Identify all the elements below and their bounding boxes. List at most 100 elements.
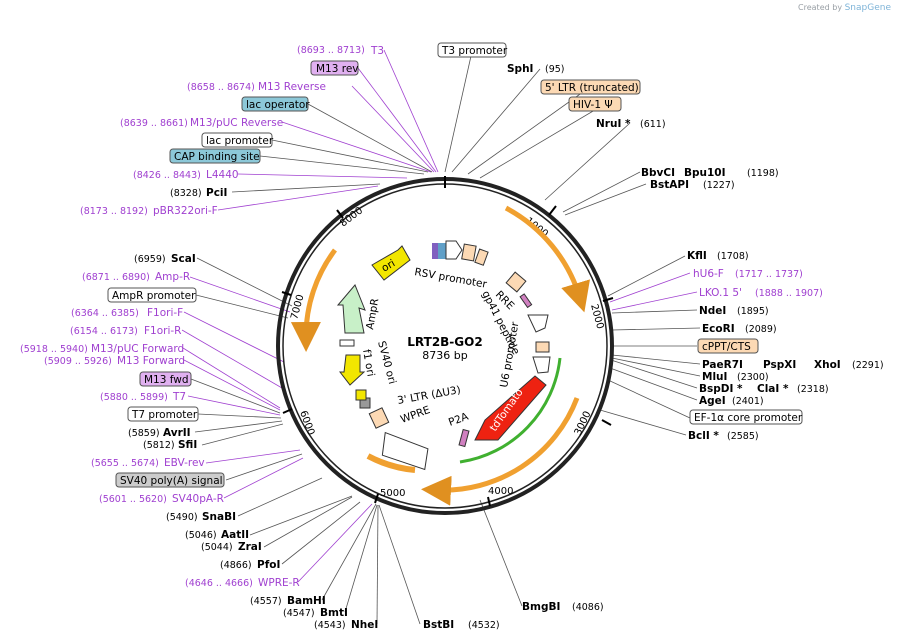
ndei-pos: (1895) [737,306,769,317]
bbvci-pos: (1198) [747,168,779,179]
connector-lines [181,49,701,625]
bamhi-label: BamHI [287,595,326,607]
bcli-label: BclI * [688,430,719,442]
sfii-pos: (5812) [143,440,175,451]
l4440-pos: (8426 .. 8443) [133,170,201,181]
label-ampr: AmpR [364,298,381,331]
kfli-pos: (1708) [717,251,749,262]
lko-pos: (1888 .. 1907) [755,288,823,299]
f1ori-f-pos: (6364 .. 6385) [71,308,139,319]
ecori-pos: (2089) [745,324,777,335]
feature-boxes [107,42,803,488]
ampr-promoter-box: AmpR promoter [112,290,196,302]
bstbi-pos: (4532) [468,620,500,631]
bstapi-label: BstAPI [650,179,689,191]
plasmid-name: LRT2B-GO2 [407,335,482,349]
m13puc-pos: (8639 .. 8661) [120,118,188,129]
t7-promoter-box: T7 promoter [131,409,198,421]
aatii-pos: (5046) [185,530,217,541]
bspdi-label: BspDI * [699,383,743,395]
pfoi-pos: (4866) [220,560,252,571]
amp-r-pos: (6871 .. 6890) [82,272,150,283]
tick-label-5000: 5000 [380,488,405,499]
label-rsv-promoter: RSV promoter [413,266,488,291]
wpre-r-label: WPRE-R [258,577,300,589]
t7-label: T7 [172,391,186,403]
lko-label: LKO.1 5' [699,287,742,299]
brand-name: SnapGene [844,3,891,13]
bcli-pos: (2585) [727,431,759,442]
t3-promoter-box: T3 promoter [441,45,508,57]
m13puc-label: M13/pUC Reverse [190,117,283,129]
ef1a-box: EF-1α core promoter [694,412,803,424]
pcii-pos: (8328) [170,188,202,199]
scai-label: ScaI [171,253,196,265]
amp-r-label: Amp-R [155,271,190,283]
paer7i-label: PaeR7I [702,359,743,371]
t3-pos: (8693 .. 8713) [297,45,365,56]
nrui-label: NruI * [596,118,631,130]
cppt-box: cPPT/CTS [702,341,751,353]
pfoi-label: PfoI [257,559,280,571]
zrai-label: ZraI [238,541,262,553]
plasmid-size: 8736 bp [422,349,467,362]
inner-features [336,240,551,471]
cap-binding-box: CAP binding site [174,151,260,163]
brand-prefix: Created by [798,3,843,12]
m13-reverse-label: M13 Reverse [258,81,326,93]
agei-pos: (2401) [732,396,764,407]
label-3ltr: 3' LTR (ΔU3) [396,384,461,407]
ecori-label: EcoRI [702,323,735,335]
u6-tdtomato-arc [459,357,562,464]
5ltr-box: 5' LTR (truncated) [545,82,639,94]
snapgene-brand: Created by SnapGene [798,3,891,13]
m13-forward-label: M13 Forward [117,355,185,367]
hiv-box: HIV-1 Ψ [573,99,613,111]
m13-forward-pos: (5909 .. 5926) [44,356,112,367]
t7-pos: (5880 .. 5899) [100,392,168,403]
lac-operator-box: lac operator [246,99,310,111]
snabi-pos: (5490) [166,512,198,523]
tick-label-3000: 3000 [573,410,594,438]
outer-feature-arcs [290,205,590,506]
f1ori-r-pos: (6154 .. 6173) [70,326,138,337]
agei-label: AgeI [699,395,726,407]
clai-pos: (2318) [797,384,829,395]
nrui-pos: (611) [640,119,666,130]
bstapi-pos: (1227) [703,180,735,191]
t3-label: T3 [370,45,384,57]
f1ori-r-label: F1ori-R [144,325,181,337]
avrii-pos: (5859) [128,428,160,439]
ndei-label: NdeI [699,305,726,317]
m13-reverse-pos: (8658 .. 8674) [187,82,255,93]
sfii-label: SfiI [178,439,197,451]
nhei-pos: (4543) [314,620,346,631]
label-sv40-ori: SV40 ori [375,340,398,386]
ebv-pos: (5655 .. 5674) [91,458,159,469]
m13-fwd-box: M13 fwd [144,374,189,386]
sphi-pos: (95) [545,64,565,75]
wpre-r-pos: (4646 .. 4666) [185,578,253,589]
label-ori: ori [380,257,398,274]
scai-pos: (6959) [134,254,166,265]
sphi-label: SphI [507,63,533,75]
label-f1-ori: f1 ori [360,348,377,377]
pbr-label: pBR322ori-F [153,205,218,217]
hu6f-label: hU6-F [693,268,724,280]
sv40-polya-box: SV40 poly(A) signal [120,475,223,487]
aatii-label: AatII [221,529,249,541]
label-p2a: P2A [447,410,471,428]
pbr-pos: (8173 .. 8192) [80,206,148,217]
wpre-arc [366,453,416,473]
sv40pa-r-pos: (5601 .. 5620) [99,494,167,505]
position-ticks [281,205,614,507]
tick-label-4000: 4000 [488,486,513,497]
bmgbi-label: BmgBI [522,601,560,613]
xhoi-pos: (2291) [852,360,884,371]
mlui-label: MluI [702,371,727,383]
pspxi-label: PspXI [763,359,796,371]
m13-rev-box: M13 rev [316,63,359,75]
m13puc-fwd-pos: (5918 .. 5940) [20,344,88,355]
lac-promoter-box: lac promoter [206,135,274,147]
